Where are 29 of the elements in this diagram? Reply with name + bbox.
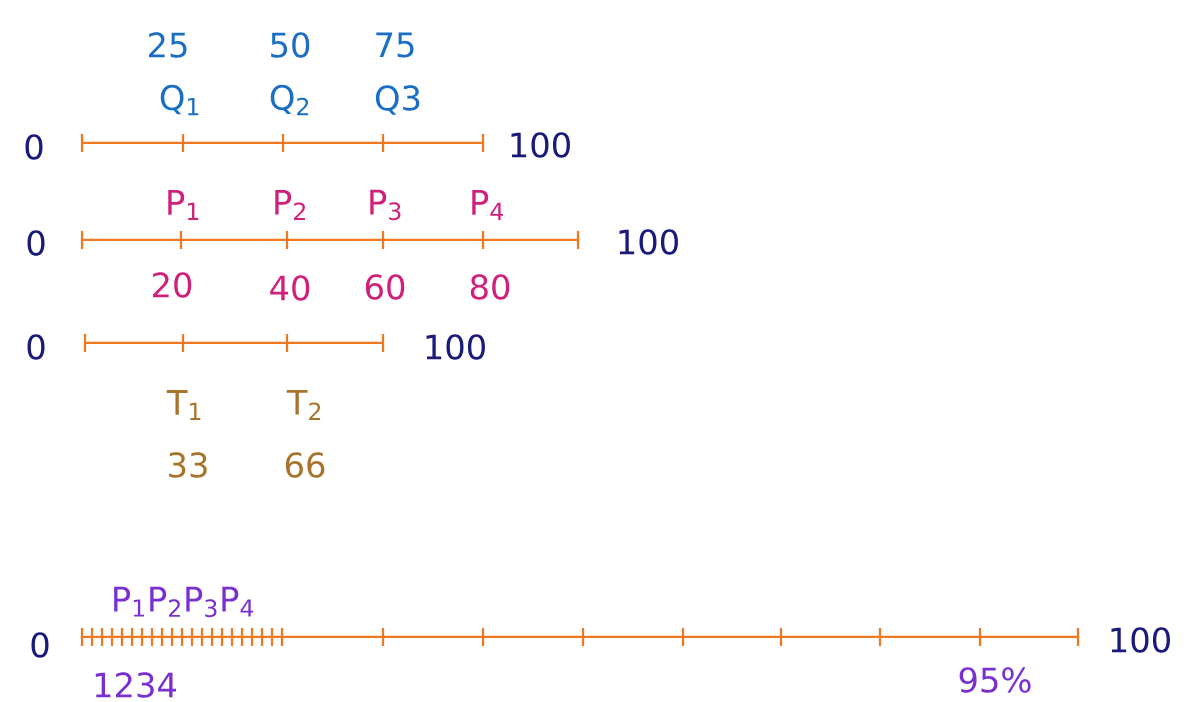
percentile-label: P$_{2}$ [275,189,305,221]
percentile-label: P$_{4}$ [472,190,503,220]
tick-label: 75 [376,32,414,58]
end-label: 0 [25,134,43,160]
quartile-label: Q3 [375,85,420,115]
tercile-label: T$_{2}$ [286,389,321,421]
end-label: 0 [31,632,49,658]
tick-label: 60 [365,274,405,300]
end-label: 100 [619,229,678,255]
percentile-label: P$_{1}$P$_{2}$P$_{3}$P$_{4}$ [114,586,254,618]
quartile-label: Q$_{2}$ [270,84,309,116]
tick-label: 40 [270,275,310,301]
tick-label: 50 [271,32,310,58]
percentile-label: P$_{1}$ [168,190,199,220]
tick-label: 25 [149,32,187,58]
tick-label: 1234 [95,672,177,698]
quartile-label: Q$_{1}$ [160,84,199,116]
end-label: 0 [27,230,45,256]
tick-label: 20 [153,272,192,298]
tercile-label: T$_{1}$ [166,390,201,420]
end-label: 100 [426,334,485,360]
end-label: 100 [511,132,570,158]
tick-label: 66 [285,452,325,478]
tick-label: 95% [959,667,1031,693]
tick-label: 33 [169,452,207,478]
end-label: 100 [1111,627,1170,653]
tick-label: 80 [470,274,510,300]
percentile-label: P$_{3}$ [370,189,401,221]
end-label: 0 [27,334,45,360]
